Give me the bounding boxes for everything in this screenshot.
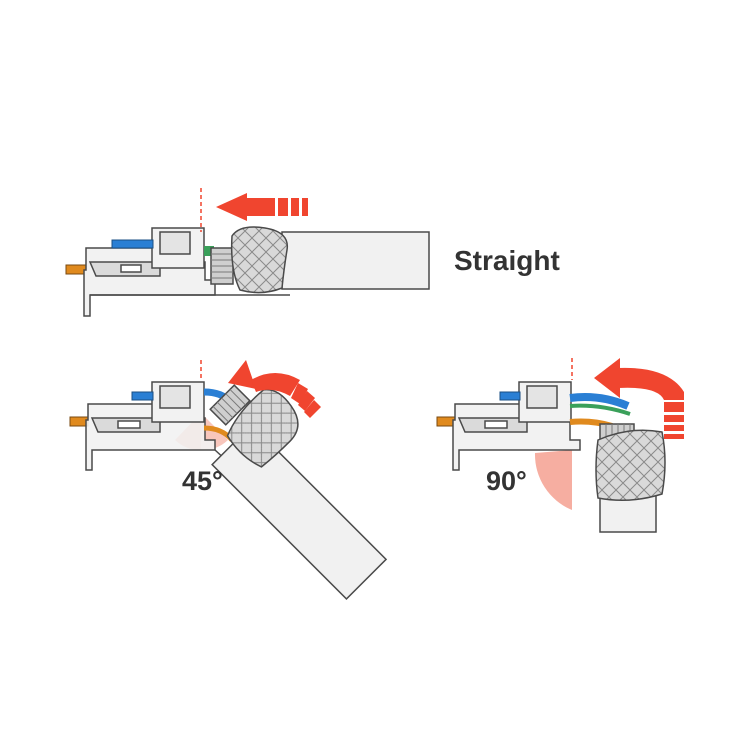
label-90: 90° xyxy=(486,466,527,496)
braid-sleeve xyxy=(230,226,289,294)
wire-green-bend xyxy=(569,403,631,416)
wire-blue xyxy=(111,239,154,249)
straight-assembly: Straight xyxy=(65,188,560,317)
wire-blue-bend xyxy=(569,393,630,410)
nut xyxy=(209,384,251,426)
wire-blue xyxy=(131,391,154,401)
label-45: 45° xyxy=(182,466,223,496)
angle90-assembly: 90° xyxy=(436,358,684,533)
angle45-assembly: 45° xyxy=(69,360,388,601)
wire-blue xyxy=(499,391,521,401)
cable xyxy=(211,423,388,601)
label-straight: Straight xyxy=(454,245,560,276)
braid-sleeve xyxy=(226,388,299,468)
red-arrow-icon xyxy=(228,360,321,418)
braid-sleeve xyxy=(595,429,666,501)
red-arrow-icon xyxy=(216,193,308,221)
connector-housing xyxy=(452,381,581,471)
angle-wedge xyxy=(534,450,572,510)
cable xyxy=(281,231,430,290)
red-arrow-icon xyxy=(594,358,684,439)
